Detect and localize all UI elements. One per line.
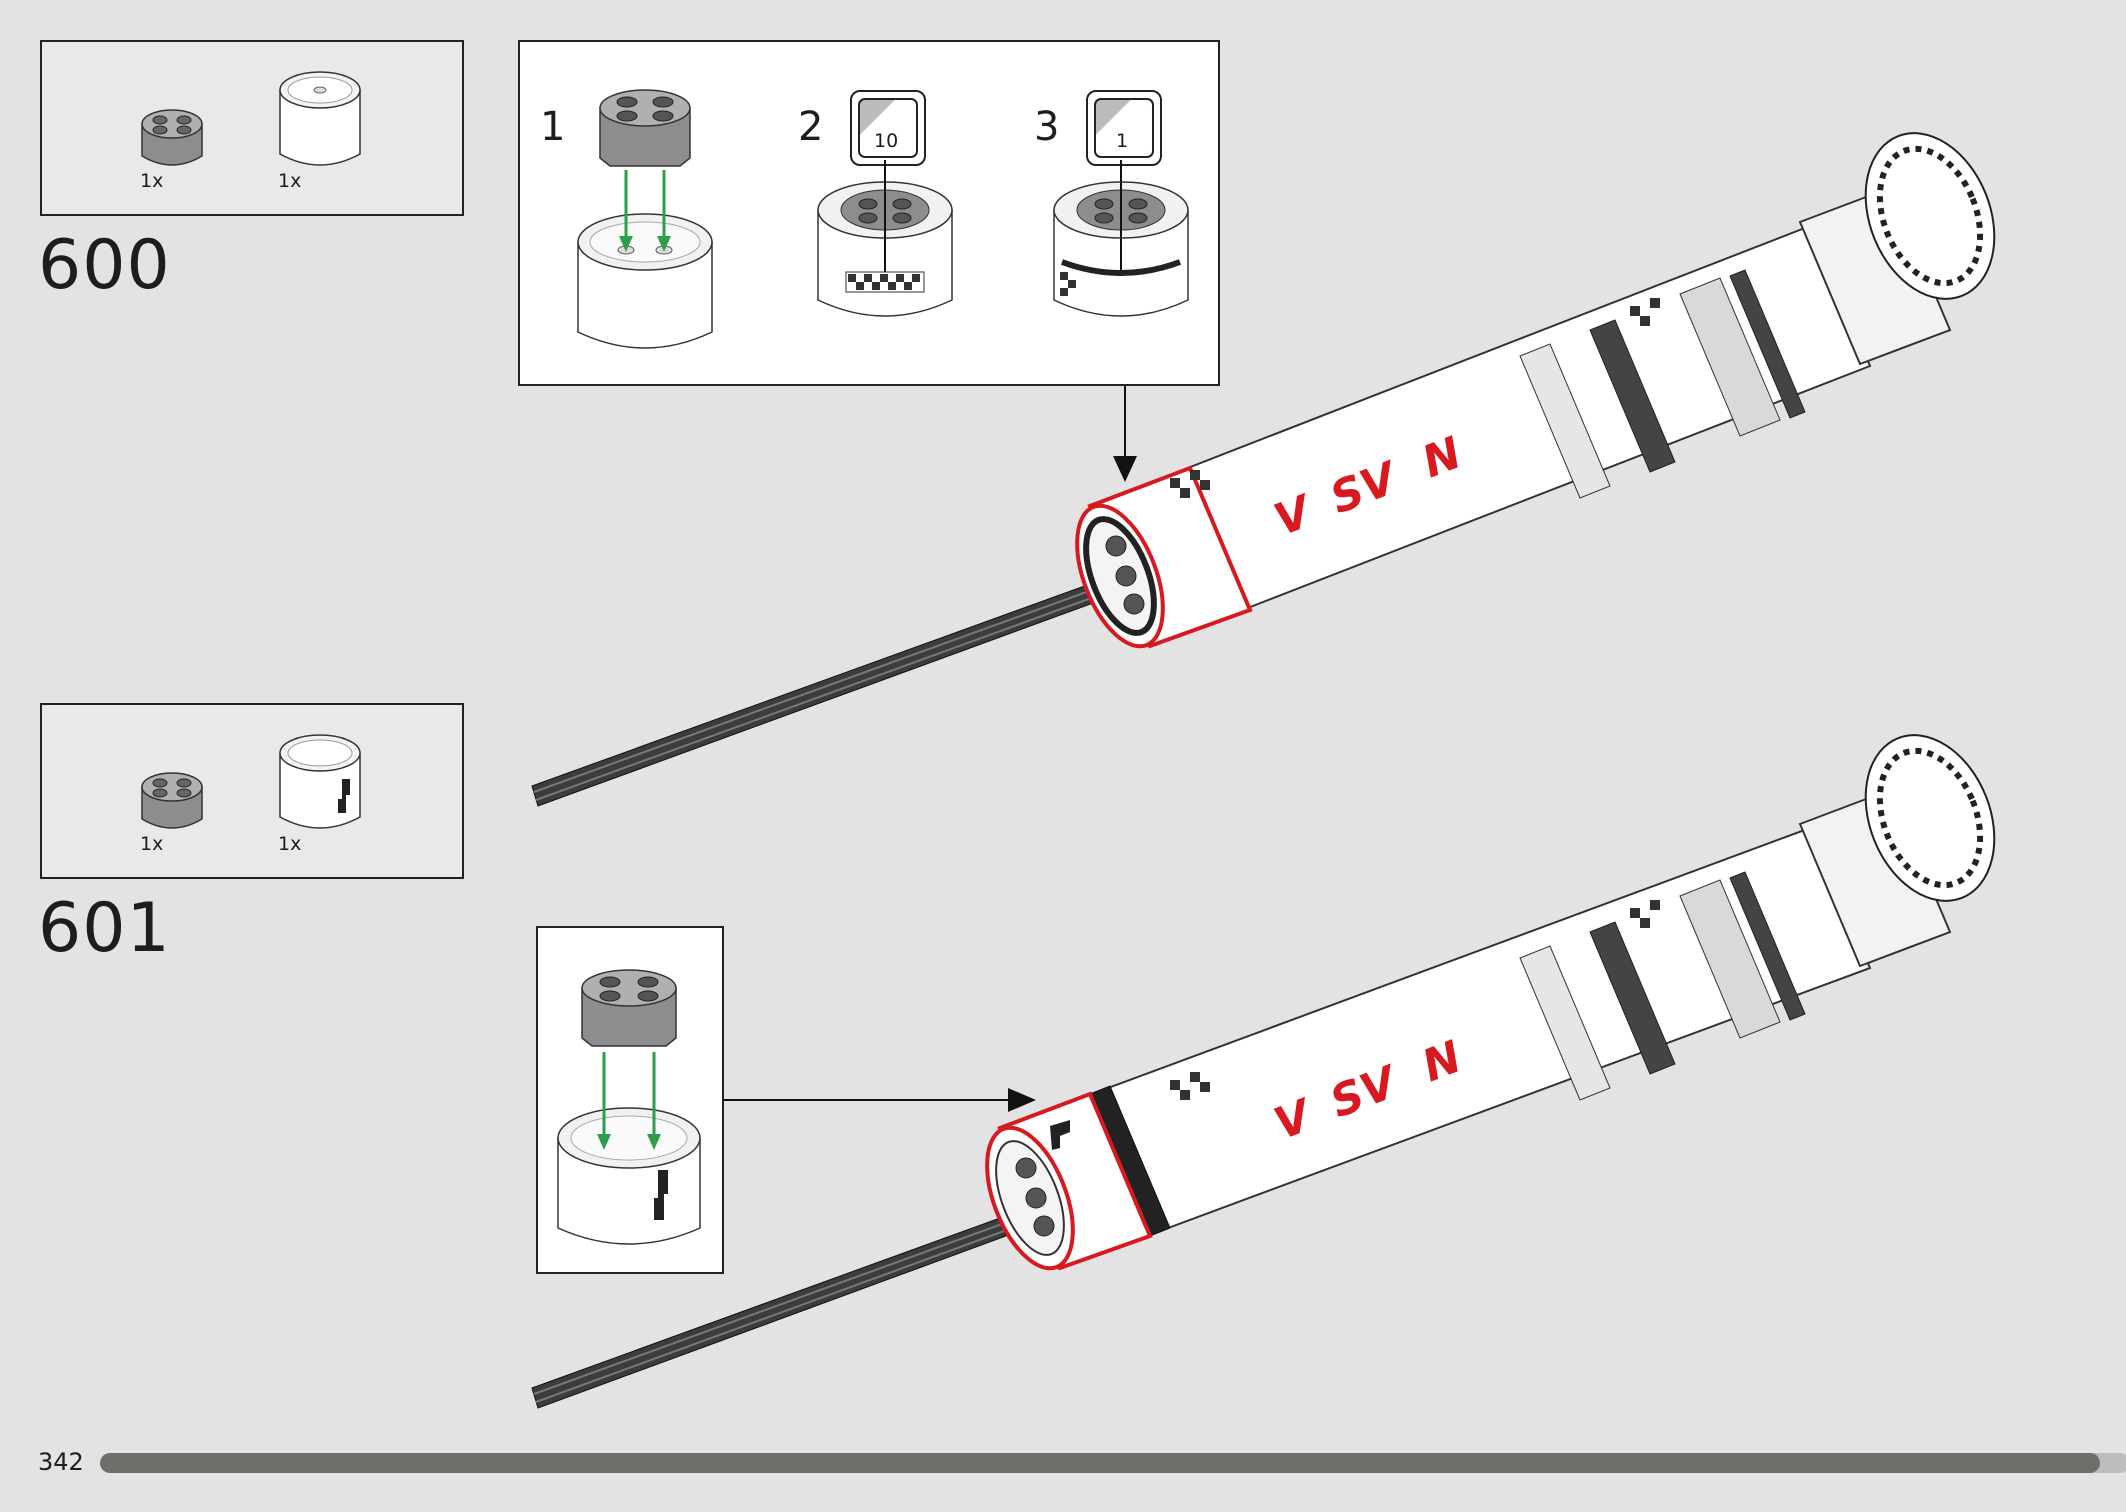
- substep-number: 3: [1034, 104, 1060, 150]
- part-quantity: 1x: [140, 170, 164, 192]
- white-round-brick-striped-icon: [279, 734, 361, 829]
- substep-illustration: [557, 969, 701, 1245]
- page-number: 342: [38, 1448, 84, 1476]
- sticker-callout: 1: [1086, 90, 1162, 166]
- gray-round-brick-icon: [141, 109, 203, 166]
- parts-list-600: 1x 1x: [40, 40, 464, 216]
- substep-1-illustration: [577, 89, 713, 349]
- part-quantity: 1x: [278, 833, 302, 855]
- substep-number: 2: [798, 104, 824, 150]
- substep-number: 1: [540, 104, 566, 150]
- substep-2-illustration: [817, 160, 953, 317]
- substep-callout-601: [536, 926, 724, 1274]
- substep-callout-600: 1 2 10 3: [518, 40, 1220, 386]
- lightsaber-hilt-601: V SV N: [531, 734, 1996, 1409]
- sticker-callout: 10: [850, 90, 926, 166]
- sticker-number: 1: [1116, 130, 1129, 152]
- gray-round-brick-icon: [141, 772, 203, 829]
- progress-bar-fill: [100, 1453, 2100, 1473]
- callout-arrow: [724, 1088, 1036, 1112]
- step-number-601: 601: [38, 889, 171, 968]
- sticker-number: 10: [874, 130, 899, 152]
- part-quantity: 1x: [140, 833, 164, 855]
- step-number-600: 600: [38, 226, 171, 305]
- part-quantity: 1x: [278, 170, 302, 192]
- progress-bar: [100, 1453, 2126, 1473]
- callout-arrow: [1113, 386, 1137, 482]
- substep-3-illustration: [1053, 160, 1189, 317]
- lightsaber-hilt-600: V SV N: [531, 132, 1996, 807]
- white-round-brick-icon: [279, 71, 361, 166]
- parts-list-601: 1x 1x: [40, 703, 464, 879]
